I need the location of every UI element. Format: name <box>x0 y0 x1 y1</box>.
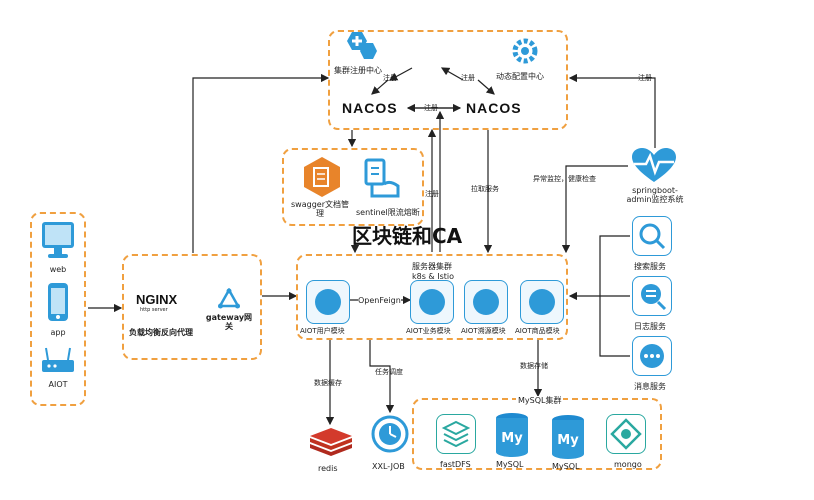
mysql-icon-1: My <box>496 413 528 457</box>
edge-label-register-monitor: 注册 <box>638 74 652 82</box>
module-user <box>306 280 350 324</box>
redis-icon <box>310 428 352 456</box>
label-registry: 集群注册中心 <box>334 66 382 75</box>
label-mysql-cluster: MySQL集群 <box>516 396 564 406</box>
phone-icon <box>48 283 68 321</box>
label-swagger: swagger文档管理 <box>291 200 349 219</box>
clients-group <box>30 212 86 406</box>
label-xxl-job: XXL-JOB <box>372 462 405 471</box>
label-web: web <box>49 265 67 274</box>
svg-text:My: My <box>557 433 579 448</box>
cluster-title-2: k8s & Istio <box>412 272 454 281</box>
cluster-group <box>296 254 568 340</box>
hexagon-cluster-icon <box>347 32 377 59</box>
diagram-title: 区块链和CA <box>352 224 463 248</box>
edge-label-monitor: 异常监控，健康检查 <box>533 175 596 183</box>
router-icon <box>42 347 74 372</box>
nacos-group <box>328 30 568 130</box>
label-config: 动态配置中心 <box>496 72 544 81</box>
nacos-logo-right: NACOS <box>466 100 522 116</box>
label-sentinel: sentinel限流熔断 <box>356 208 420 217</box>
gear-icon <box>512 38 538 64</box>
label-aiot-client: AIOT <box>48 380 68 389</box>
mysql-icon-2: My <box>552 415 584 459</box>
fastdfs-box <box>436 414 476 454</box>
label-fastdfs: fastDFS <box>440 460 471 469</box>
label-app: app <box>50 328 66 337</box>
label-module-goods: AIOT商品模块 <box>515 327 560 335</box>
module-business <box>410 280 454 324</box>
clock-icon <box>371 415 409 453</box>
label-search-service: 搜索服务 <box>634 262 666 271</box>
label-module-user: AIOT用户模块 <box>300 327 345 335</box>
edge-label-register-2: 注册 <box>461 74 475 82</box>
label-module-trace: AIOT溯源模块 <box>461 327 506 335</box>
mongo-box <box>606 414 646 454</box>
edge-label-cache: 数据缓存 <box>314 379 342 387</box>
message-icon <box>640 344 664 368</box>
label-mysql-2: MySQL <box>552 462 580 471</box>
log-search-icon <box>641 284 667 311</box>
monitor-icon <box>42 222 74 258</box>
module-goods <box>520 280 564 324</box>
label-message-service: 消息服务 <box>634 382 666 391</box>
edge-label-store: 数据存储 <box>520 362 548 370</box>
edge-gateway-nacos <box>192 73 330 253</box>
layers-icon <box>441 420 471 448</box>
edge-label-register-1: 注册 <box>383 74 397 82</box>
mongo-icon <box>610 418 642 450</box>
label-mongo: mongo <box>614 460 642 469</box>
nginx-logo: NGINX <box>136 292 178 307</box>
log-service-box <box>632 276 672 316</box>
nginx-sub: http server <box>140 307 168 313</box>
edge-label-schedule: 任务调度 <box>375 368 403 376</box>
heart-monitor-icon <box>632 148 676 182</box>
label-module-business: AIOT业务模块 <box>406 327 451 335</box>
svg-text:My: My <box>501 431 523 446</box>
message-service-box <box>632 336 672 376</box>
module-trace <box>464 280 508 324</box>
label-mysql-1: MySQL <box>496 460 524 469</box>
gateway-group <box>122 254 262 360</box>
swagger-icon <box>304 157 340 197</box>
label-nginx: 负载均衡反向代理 <box>129 328 193 337</box>
label-monitor: springboot-admin监控系统 <box>626 186 684 205</box>
search-icon <box>639 223 666 250</box>
cluster-title-1: 服务器集群 <box>412 262 452 271</box>
label-log-service: 日志服务 <box>634 322 666 331</box>
label-gateway: gateway网关 <box>205 313 253 332</box>
search-service-box <box>632 216 672 256</box>
gateway-icon <box>218 288 240 309</box>
sentinel-icon <box>364 158 400 198</box>
nacos-logo-left: NACOS <box>342 100 398 116</box>
tools-group <box>282 148 424 226</box>
edge-label-pull: 拉取服务 <box>471 185 499 193</box>
label-redis: redis <box>318 464 338 473</box>
label-openfeign: OpenFeign <box>358 296 401 306</box>
edge-label-register-tools: 注册 <box>425 190 439 198</box>
edge-label-register-3: 注册 <box>424 104 438 112</box>
